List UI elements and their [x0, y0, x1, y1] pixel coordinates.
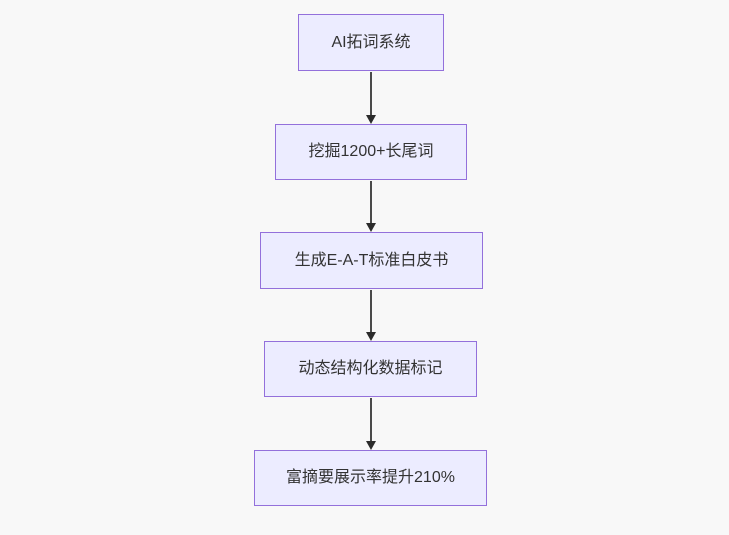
flow-arrow-1 [365, 72, 377, 124]
arrow-down-icon [366, 332, 376, 341]
arrow-down-icon [366, 223, 376, 232]
flow-node-structured-data-markup: 动态结构化数据标记 [264, 341, 477, 397]
flow-arrow-2 [365, 181, 377, 232]
flow-node-longtail-mining: 挖掘1200+长尾词 [275, 124, 467, 180]
flow-node-label: 生成E-A-T标准白皮书 [294, 251, 449, 269]
flow-node-rich-snippet-result: 富摘要展示率提升210% [254, 450, 487, 506]
arrow-line [370, 398, 372, 441]
flow-node-ai-word-expansion: AI拓词系统 [298, 14, 444, 71]
arrow-line [370, 290, 372, 332]
arrow-line [370, 181, 372, 223]
flow-node-label: AI拓词系统 [331, 33, 411, 51]
flow-arrow-4 [365, 398, 377, 450]
flow-node-label: 挖掘1200+长尾词 [308, 143, 434, 161]
flow-node-label: 动态结构化数据标记 [298, 360, 443, 378]
flow-node-label: 富摘要展示率提升210% [286, 469, 455, 487]
arrow-line [370, 72, 372, 115]
arrow-down-icon [366, 115, 376, 124]
flow-node-eat-whitepaper: 生成E-A-T标准白皮书 [260, 232, 483, 289]
flow-arrow-3 [365, 290, 377, 341]
arrow-down-icon [366, 441, 376, 450]
